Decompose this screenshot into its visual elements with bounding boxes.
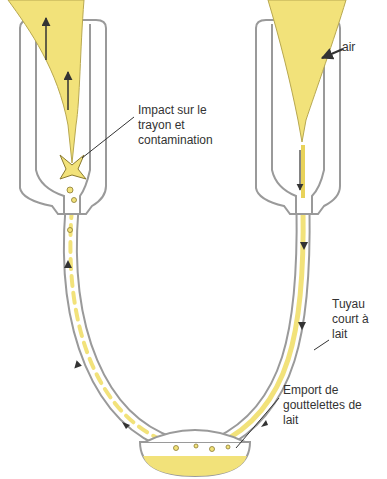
- air-arrow: [322, 49, 343, 58]
- callout-label: Emport de gouttelettes de lait: [283, 383, 365, 428]
- leader-line: [82, 117, 134, 158]
- leader-line: [314, 340, 329, 350]
- callout-label: Impact sur le trayon et contamination: [138, 103, 236, 148]
- impact-splash: [60, 155, 86, 179]
- teat: [8, 0, 84, 163]
- short-milk-tube: [70, 208, 172, 444]
- callout-label: Tuyau court à lait: [332, 297, 370, 342]
- leader-line: [236, 398, 279, 448]
- teat-cup-left: [8, 0, 106, 233]
- flow-label: air: [342, 40, 382, 55]
- teat-cup-right: [256, 0, 346, 214]
- claw: [140, 430, 250, 476]
- teat: [268, 0, 346, 142]
